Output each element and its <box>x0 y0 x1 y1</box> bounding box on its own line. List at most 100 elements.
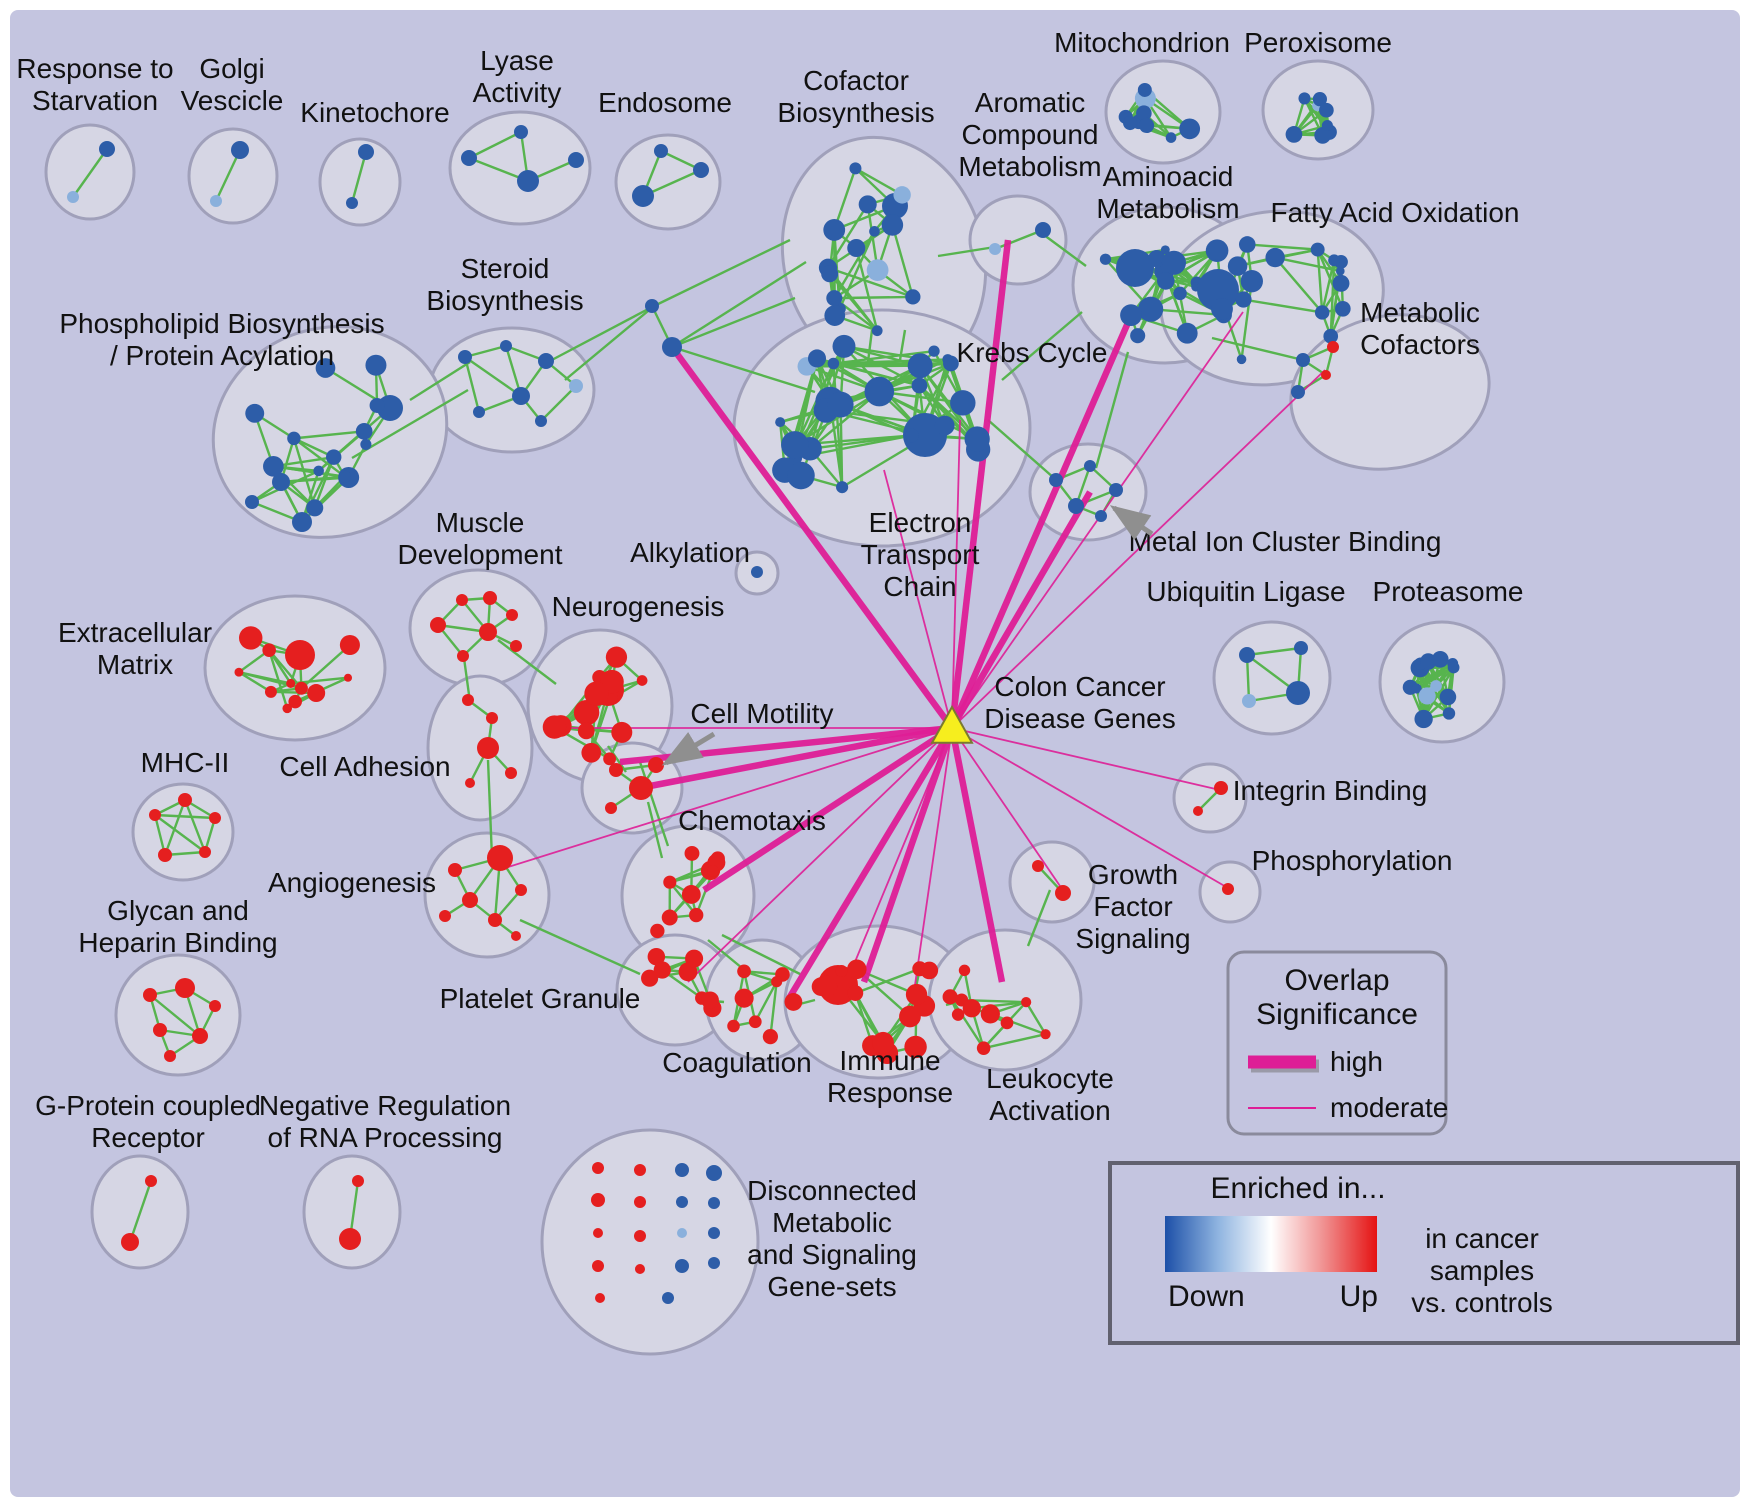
gene-set-node[interactable] <box>143 988 157 1002</box>
gene-set-node[interactable] <box>1314 305 1330 320</box>
gene-set-node[interactable] <box>1319 102 1334 118</box>
gene-set-node[interactable] <box>905 289 921 305</box>
gene-set-node[interactable] <box>693 162 709 178</box>
gene-set-node[interactable] <box>661 909 678 926</box>
gene-set-node[interactable] <box>500 340 512 352</box>
gene-set-node[interactable] <box>175 978 195 998</box>
colon-cancer-disease-genes-node[interactable] <box>930 704 974 744</box>
gene-set-node[interactable] <box>1148 249 1166 268</box>
gene-set-node[interactable] <box>121 1233 139 1251</box>
gene-set-node[interactable] <box>231 141 249 159</box>
gene-set-node[interactable] <box>904 1035 927 1059</box>
gene-set-node[interactable] <box>483 591 497 605</box>
gene-set-node[interactable] <box>662 337 682 357</box>
gene-set-node[interactable] <box>282 703 293 714</box>
gene-set-node[interactable] <box>775 417 786 428</box>
gene-set-node[interactable] <box>592 1162 604 1174</box>
gene-set-node[interactable] <box>264 685 277 698</box>
gene-set-node[interactable] <box>647 947 666 966</box>
gene-set-node[interactable] <box>462 694 474 706</box>
gene-set-node[interactable] <box>934 415 955 436</box>
gene-set-node[interactable] <box>881 214 904 236</box>
gene-set-node[interactable] <box>989 243 1001 255</box>
gene-set-node[interactable] <box>958 964 971 977</box>
gene-set-node[interactable] <box>510 640 522 652</box>
gene-set-node[interactable] <box>962 999 981 1018</box>
gene-set-node[interactable] <box>826 290 843 307</box>
gene-set-node[interactable] <box>339 1228 361 1250</box>
gene-set-node[interactable] <box>787 461 815 490</box>
gene-set-node[interactable] <box>634 1164 646 1176</box>
gene-set-node[interactable] <box>1035 222 1051 238</box>
gene-set-node[interactable] <box>1235 291 1252 308</box>
gene-set-node[interactable] <box>1294 641 1308 655</box>
gene-set-node[interactable] <box>1222 883 1234 895</box>
gene-set-node[interactable] <box>821 265 839 283</box>
gene-set-node[interactable] <box>1430 680 1442 692</box>
gene-set-node[interactable] <box>1160 245 1170 255</box>
gene-set-node[interactable] <box>1286 681 1310 705</box>
gene-set-node[interactable] <box>535 415 547 427</box>
gene-set-node[interactable] <box>245 403 265 423</box>
gene-set-node[interactable] <box>734 988 754 1008</box>
gene-set-node[interactable] <box>1291 385 1305 399</box>
gene-set-node[interactable] <box>654 144 668 158</box>
gene-set-node[interactable] <box>847 959 867 980</box>
gene-set-node[interactable] <box>358 144 374 160</box>
gene-set-node[interactable] <box>352 1175 364 1187</box>
gene-set-node[interactable] <box>603 752 617 766</box>
gene-set-node[interactable] <box>1136 105 1152 122</box>
gene-set-node[interactable] <box>706 1165 722 1181</box>
gene-set-node[interactable] <box>641 969 659 987</box>
gene-set-node[interactable] <box>701 991 719 1010</box>
gene-set-node[interactable] <box>338 470 351 483</box>
gene-set-node[interactable] <box>287 431 301 446</box>
gene-set-node[interactable] <box>1238 236 1256 253</box>
gene-set-node[interactable] <box>635 1264 645 1274</box>
gene-set-node[interactable] <box>751 566 763 578</box>
gene-set-node[interactable] <box>737 964 751 979</box>
gene-set-node[interactable] <box>1335 301 1351 317</box>
gene-set-node[interactable] <box>1130 328 1146 344</box>
gene-set-node[interactable] <box>1173 286 1187 301</box>
gene-set-node[interactable] <box>605 646 628 668</box>
gene-set-node[interactable] <box>905 983 928 1006</box>
gene-set-node[interactable] <box>1084 460 1096 472</box>
gene-set-node[interactable] <box>473 406 485 418</box>
gene-set-node[interactable] <box>675 1163 689 1177</box>
gene-set-node[interactable] <box>355 422 373 440</box>
gene-set-node[interactable] <box>448 863 462 877</box>
gene-set-node[interactable] <box>951 1008 965 1021</box>
gene-set-node[interactable] <box>199 846 211 858</box>
gene-set-node[interactable] <box>1314 127 1331 144</box>
gene-set-node[interactable] <box>1242 694 1256 708</box>
gene-set-node[interactable] <box>942 989 958 1005</box>
gene-set-node[interactable] <box>99 141 115 157</box>
gene-set-node[interactable] <box>339 634 360 656</box>
gene-set-node[interactable] <box>815 975 838 998</box>
gene-set-node[interactable] <box>457 650 469 662</box>
gene-set-node[interactable] <box>1068 498 1084 514</box>
gene-set-node[interactable] <box>1138 296 1164 322</box>
gene-set-node[interactable] <box>648 757 664 773</box>
gene-set-node[interactable] <box>1296 353 1310 367</box>
gene-set-node[interactable] <box>1285 126 1303 143</box>
gene-set-node[interactable] <box>477 737 499 759</box>
gene-set-node[interactable] <box>663 875 677 889</box>
gene-set-node[interactable] <box>326 449 342 465</box>
gene-set-node[interactable] <box>292 512 312 532</box>
gene-set-node[interactable] <box>824 305 846 326</box>
gene-set-node[interactable] <box>1298 92 1311 105</box>
gene-set-node[interactable] <box>866 259 889 282</box>
gene-set-node[interactable] <box>634 1230 646 1242</box>
gene-set-node[interactable] <box>1447 661 1460 674</box>
gene-set-node[interactable] <box>1116 249 1154 287</box>
gene-set-node[interactable] <box>343 673 353 682</box>
gene-set-node[interactable] <box>591 1193 605 1207</box>
gene-set-node[interactable] <box>209 812 221 824</box>
gene-set-node[interactable] <box>209 1000 221 1012</box>
gene-set-node[interactable] <box>592 1260 604 1272</box>
gene-set-node[interactable] <box>650 923 665 939</box>
gene-set-node[interactable] <box>864 376 895 407</box>
gene-set-node[interactable] <box>1123 116 1138 131</box>
